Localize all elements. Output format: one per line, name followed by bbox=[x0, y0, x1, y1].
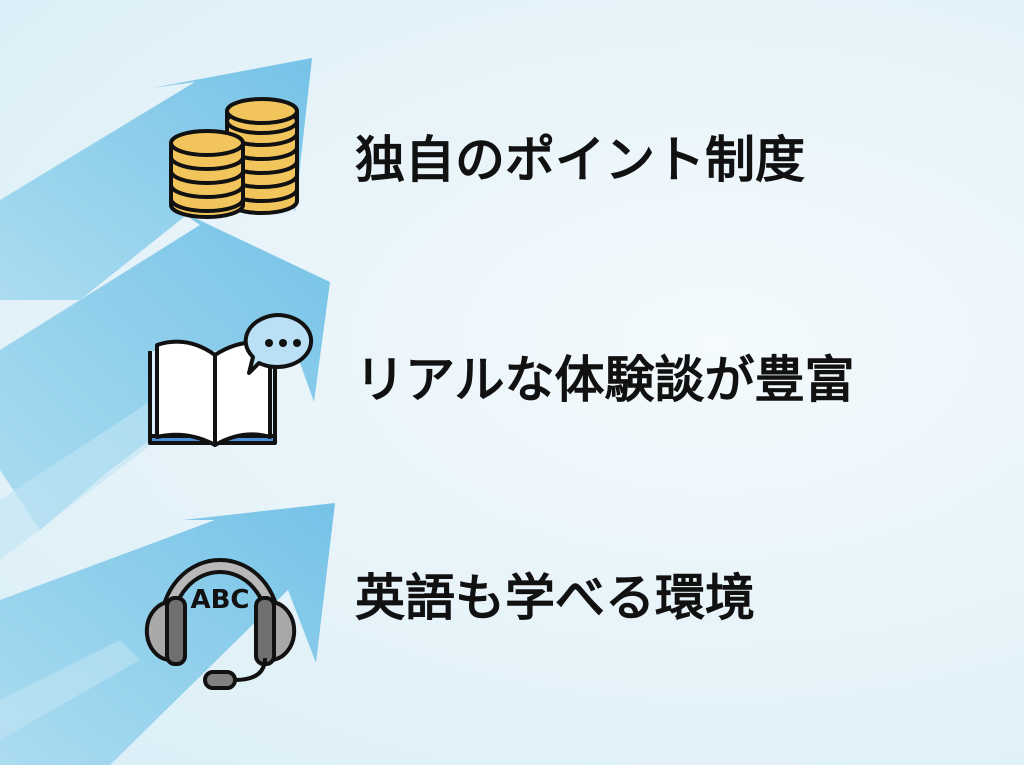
feature-item-points: 独自のポイント制度 bbox=[0, 55, 1024, 255]
headset-abc-icon: ABC bbox=[144, 558, 297, 690]
book-speech-bubble-icon bbox=[148, 312, 314, 447]
coin-stack-icon bbox=[169, 97, 299, 219]
abc-text: ABC bbox=[190, 585, 249, 615]
feature-item-experiences: リアルな体験談が豊富 bbox=[0, 275, 1024, 475]
feature-item-english: ABC 英語も学べる環境 bbox=[0, 515, 1024, 715]
feature-label: 英語も学べる環境 bbox=[355, 569, 755, 627]
feature-label: リアルな体験談が豊富 bbox=[355, 351, 855, 409]
feature-label: 独自のポイント制度 bbox=[355, 131, 805, 189]
